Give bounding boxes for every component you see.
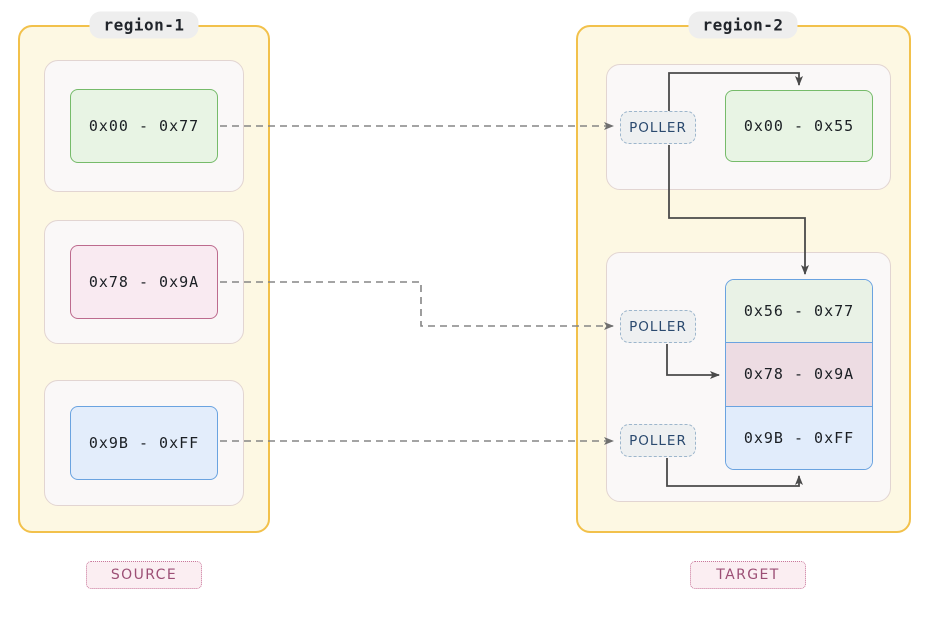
source-chip: SOURCE xyxy=(86,561,202,589)
target-stack-row-2[interactable]: 0x9B - 0xFF xyxy=(726,406,872,469)
target-stack-row-0[interactable]: 0x56 - 0x77 xyxy=(726,280,872,344)
poller-0[interactable]: POLLER xyxy=(620,111,696,144)
source-block-2[interactable]: 0x9B - 0xFF xyxy=(70,406,218,480)
poller-2[interactable]: POLLER xyxy=(620,424,696,457)
region-1-label: region-1 xyxy=(89,11,199,39)
edge-src1-to-poller1 xyxy=(220,281,614,330)
target-stack: 0x56 - 0x77 0x78 - 0x9A 0x9B - 0xFF xyxy=(725,279,873,470)
source-block-0[interactable]: 0x00 - 0x77 xyxy=(70,89,218,163)
target-block-top[interactable]: 0x00 - 0x55 xyxy=(725,90,873,162)
poller-1[interactable]: POLLER xyxy=(620,310,696,343)
region-2-label: region-2 xyxy=(688,11,798,39)
target-stack-row-1[interactable]: 0x78 - 0x9A xyxy=(726,343,872,407)
source-block-1[interactable]: 0x78 - 0x9A xyxy=(70,245,218,319)
target-chip: TARGET xyxy=(690,561,806,589)
